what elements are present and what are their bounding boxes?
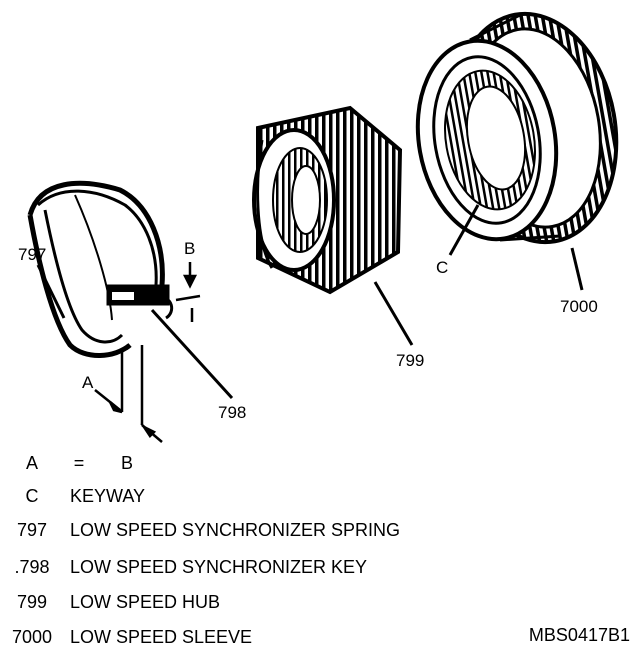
figure-code: MBS0417B1 [528,625,630,645]
callout-7000: 7000 [560,297,598,316]
legend-text: B [120,453,133,473]
legend-text: LOW SPEED SYNCHRONIZER KEY [70,557,368,577]
callout-a: A [82,373,94,392]
legend-key: 797 [16,520,48,540]
callout-798: 798 [218,403,246,422]
legend-text: KEYWAY [70,486,146,506]
dimension-lines [94,262,201,443]
callout-c: C [436,258,448,277]
low-speed-sleeve-drawing [415,11,619,245]
legend-separator: = [73,453,85,473]
legend-key: 799 [16,592,48,612]
legend-key: C [25,486,39,506]
legend-key: .798 [14,557,50,577]
spring-and-key-drawing [27,180,174,358]
legend-key: A [25,453,38,473]
low-speed-hub-drawing [252,105,403,295]
callout-797: 797 [18,245,46,264]
legend-key: 7000 [11,627,53,647]
leader-lines [36,204,584,400]
legend-text: LOW SPEED SLEEVE [70,627,253,647]
callout-b-top: B [184,239,195,258]
callout-799: 799 [396,351,424,370]
legend-text: LOW SPEED HUB [70,592,221,612]
legend-text: LOW SPEED SYNCHRONIZER SPRING [70,520,401,540]
